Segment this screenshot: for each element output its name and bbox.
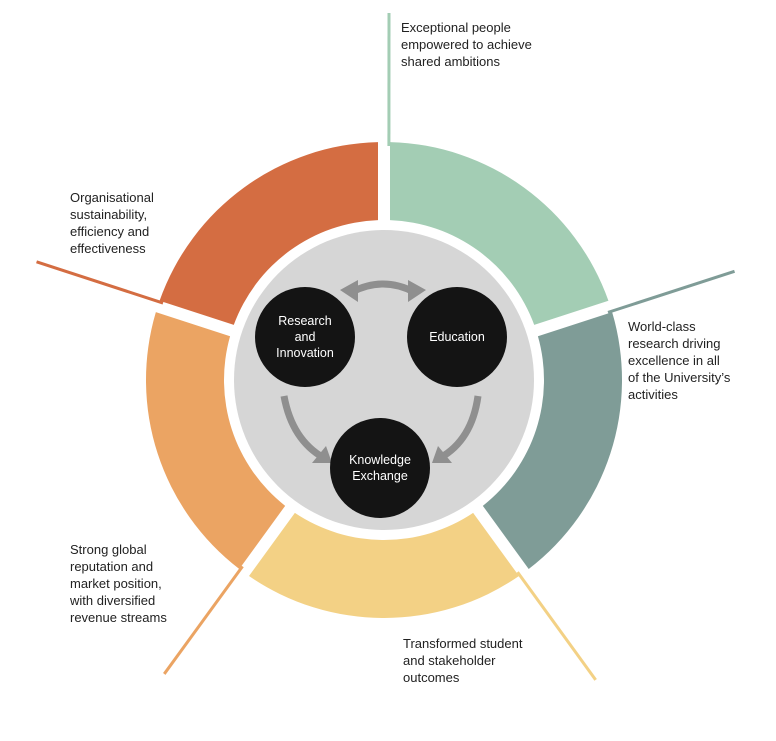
leader-line-world-class-research bbox=[607, 269, 736, 314]
arrowhead-icon bbox=[340, 280, 358, 302]
leader-line-transformed-outcomes bbox=[516, 571, 597, 681]
arrowhead-icon bbox=[432, 446, 452, 463]
leader-line-organisational-sustainability bbox=[36, 260, 164, 305]
arrowhead-icon bbox=[408, 280, 426, 302]
node-research-innovation: Research and Innovation bbox=[255, 287, 355, 387]
label-exceptional-people: Exceptional people empowered to achieve … bbox=[401, 20, 532, 69]
node-knowledge-exchange: Knowledge Exchange bbox=[330, 418, 430, 518]
segment-exceptional-people bbox=[390, 142, 609, 325]
arrow-research-knowledge bbox=[280, 395, 326, 462]
label-world-class-research: World-class research driving excellence … bbox=[628, 319, 731, 402]
label-transformed-outcomes: Transformed student and stakeholder outc… bbox=[403, 636, 523, 685]
arrowhead-icon bbox=[312, 446, 332, 463]
label-global-reputation: Strong global reputation and market posi… bbox=[70, 542, 167, 625]
segment-world-class-research bbox=[482, 312, 622, 569]
segment-transformed-outcomes bbox=[249, 512, 519, 619]
segment-global-reputation bbox=[146, 312, 286, 569]
leader-line-global-reputation bbox=[163, 565, 244, 675]
label-organisational-sustainability: Organisational sustainability, efficienc… bbox=[70, 190, 154, 256]
node-education: Education bbox=[407, 287, 507, 387]
arrow-education-knowledge bbox=[438, 395, 482, 462]
segment-organisational-sustainability bbox=[159, 142, 378, 325]
